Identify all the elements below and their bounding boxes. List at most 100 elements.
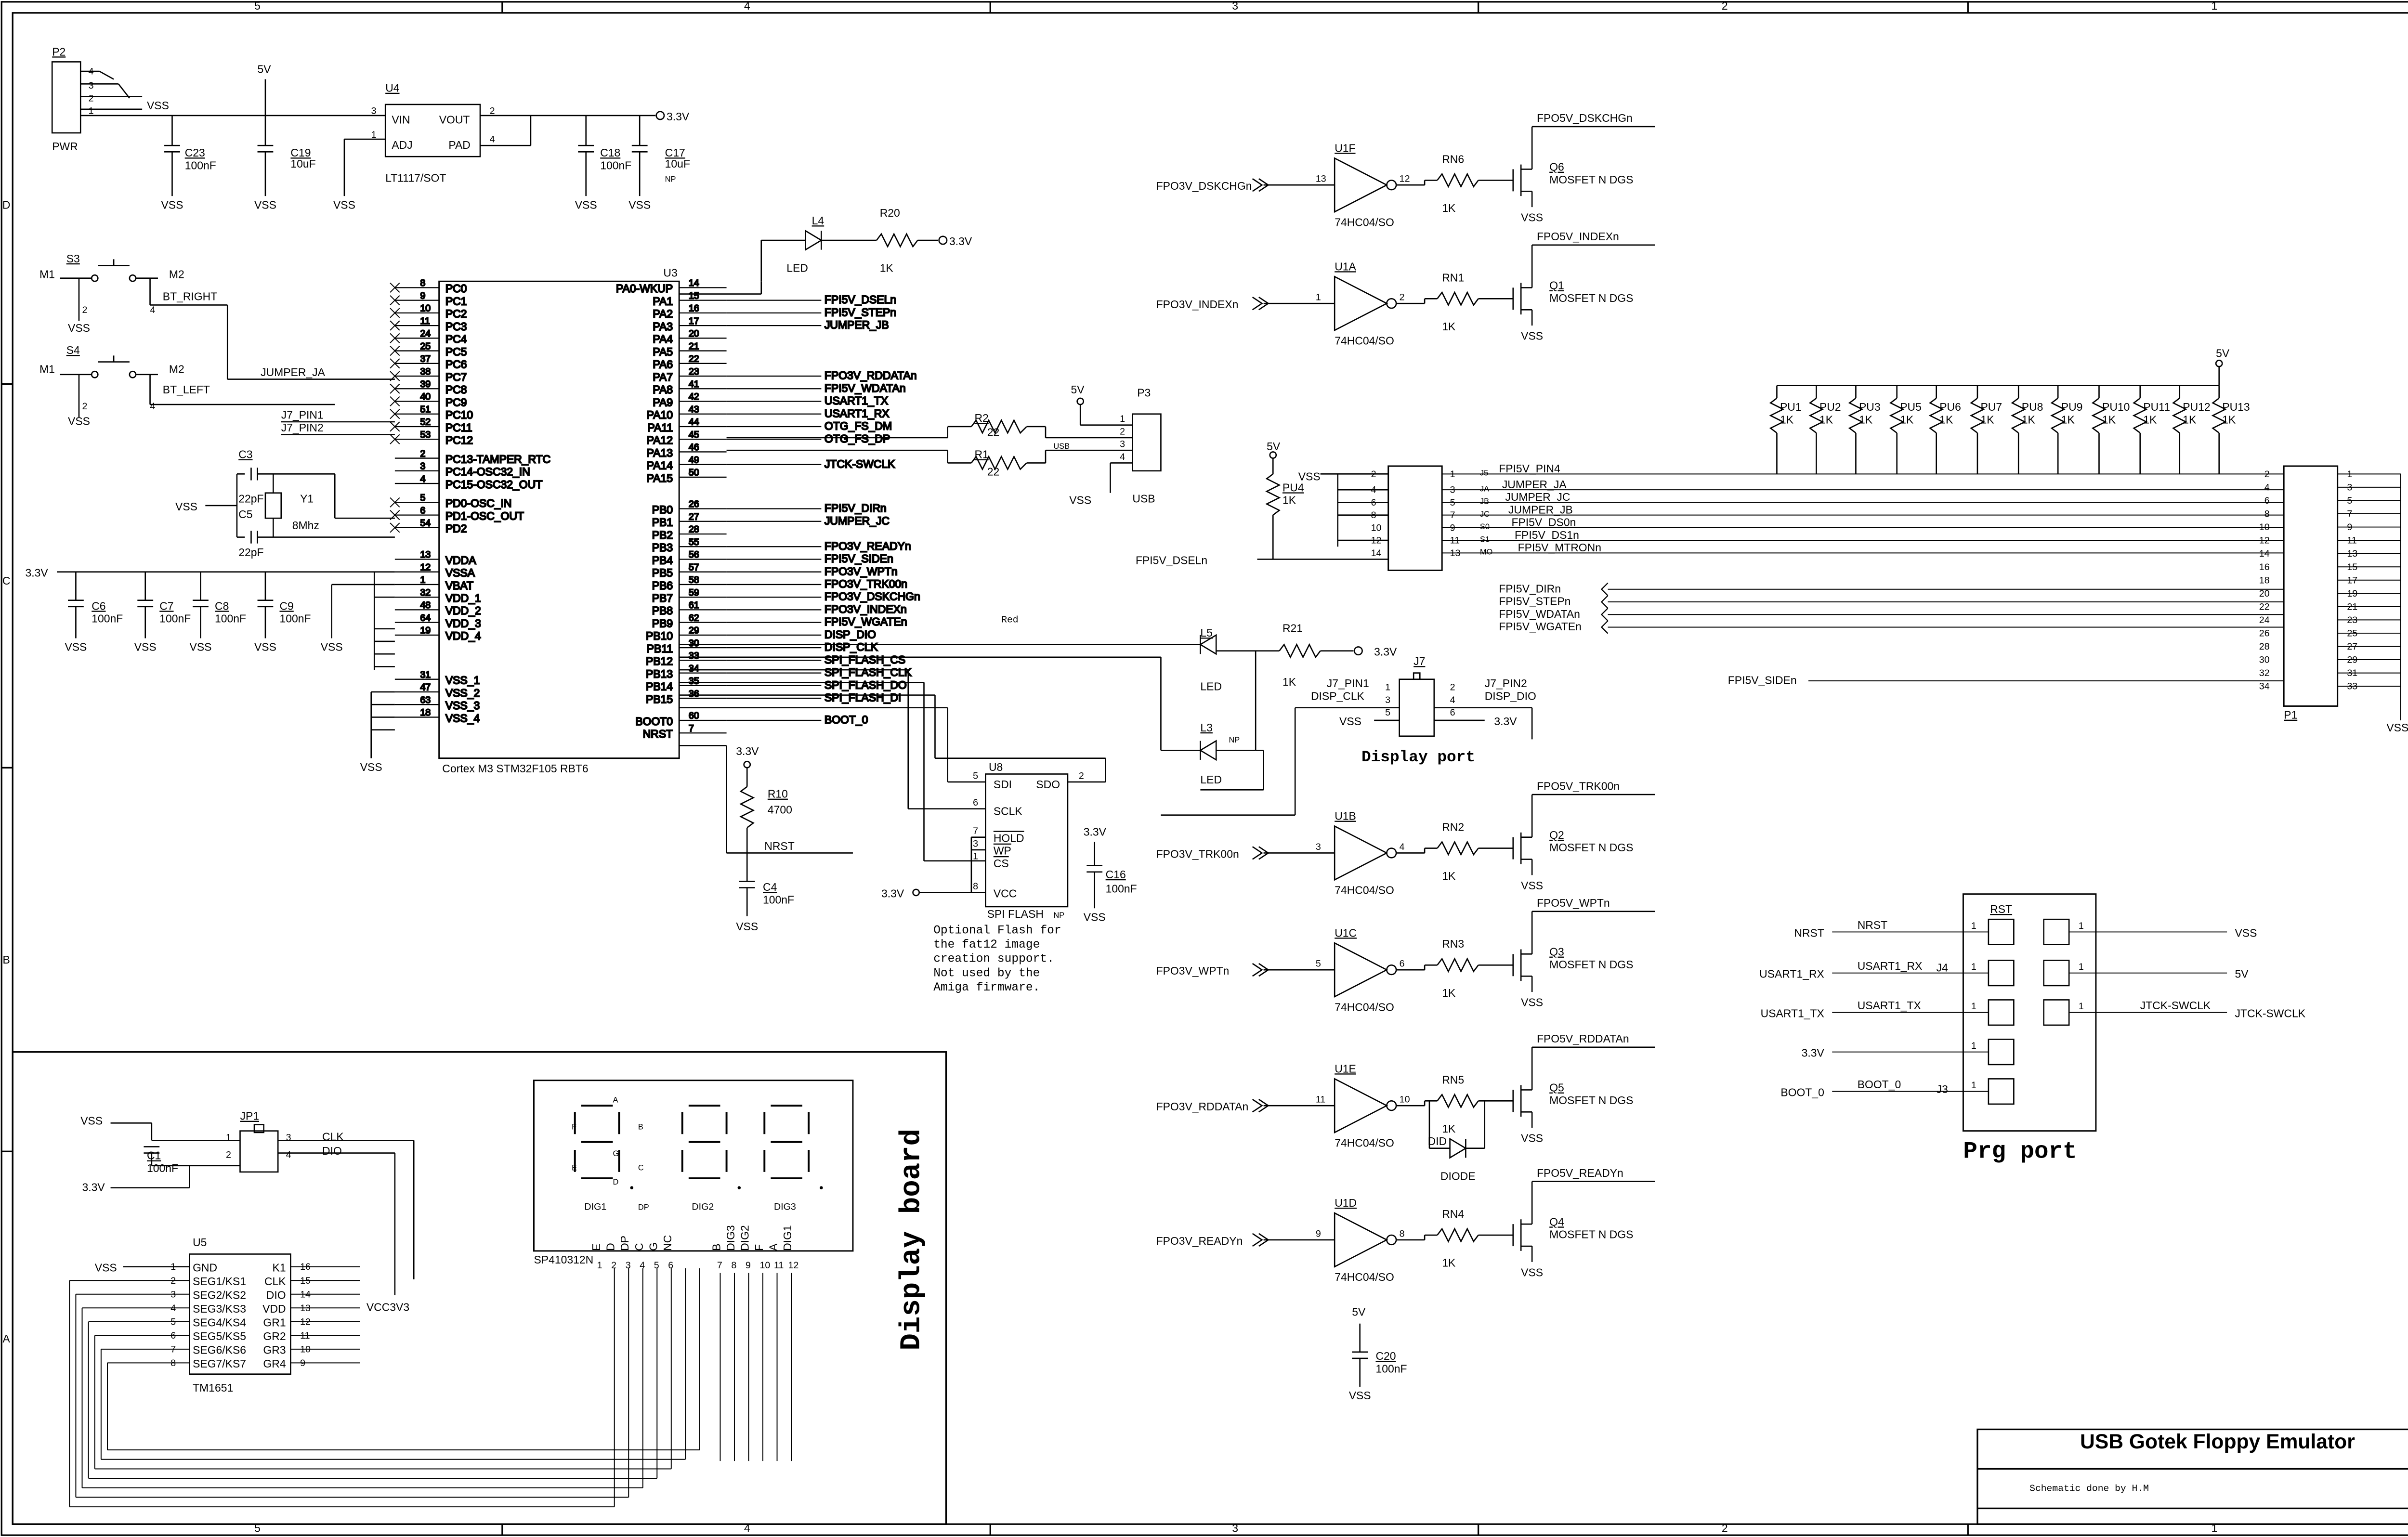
col-label-bottom-4: 2 [1722, 1522, 1728, 1535]
prg-left-pin-2: 1 [1971, 1001, 1976, 1012]
jumper-net-jumper-jc: JUMPER_JC [1505, 491, 1570, 503]
r1-ref: R1 [974, 448, 988, 461]
jumper-vss: VSS [1298, 470, 1321, 482]
mcu-pin-pa9: PA9 [653, 396, 673, 408]
col-label-bottom-1: 5 [254, 1522, 261, 1535]
prg-left-net-0: NRST [1794, 926, 1824, 939]
mcu-pin-pa13: PA13 [647, 446, 673, 459]
seg-pin-name-nc: NC [661, 1235, 674, 1251]
mcu-ref: U3 [663, 266, 677, 279]
p1-pin-32: 32 [2259, 668, 2270, 678]
l4-ref: L4 [812, 214, 824, 227]
seg-label-e: E [572, 1164, 577, 1172]
q2-ref: Q2 [1549, 829, 1564, 841]
mcu-pin-pa0-wkup: PA0-WKUP [616, 282, 673, 295]
c17-ref: C17 [665, 146, 685, 159]
c17-val: 10uF [665, 157, 690, 170]
l4-rail: 3.3V [949, 235, 972, 247]
p1-pin-15: 15 [2347, 562, 2357, 573]
title-block [1976, 1428, 2408, 1525]
mcu-pin-pa15: PA15 [647, 472, 673, 484]
u4-pin3: 3 [371, 106, 377, 117]
c19-val: 10uF [290, 157, 315, 170]
seg-pin-num-4: 4 [640, 1260, 645, 1271]
seg-pin-name-a: A [767, 1243, 780, 1251]
u1f-input-net: FPO3V_DSKCHGn [1156, 180, 1252, 192]
p1-pin-29: 29 [2347, 655, 2357, 665]
jumper-tag-j5: J5 [1480, 469, 1488, 478]
c9-ref: C9 [279, 599, 293, 612]
u1e-input-net: FPO3V_RDDATAn [1156, 1100, 1249, 1113]
jp1-pin4: 4 [286, 1149, 291, 1160]
u1f-in-pin: 13 [1316, 174, 1326, 184]
prg-rst: RST [1990, 903, 2012, 915]
net-fpi5v-siden: FPI5V_SIDEn [824, 552, 893, 565]
mcu-part: Cortex M3 STM32F105 RBT6 [442, 762, 588, 775]
s3-net: BT_RIGHT [163, 290, 217, 303]
mcu-pin-pa4: PA4 [653, 333, 673, 345]
mcu-pin-pc11: PC11 [445, 421, 472, 434]
mcu-pin-num-62: 62 [689, 612, 699, 623]
mcu-pin-pa5: PA5 [653, 345, 673, 358]
u5-left-seg6-ks6: SEG6/KS6 [193, 1344, 246, 1356]
net-otg-fs-dm: OTG_FS_DM [824, 420, 892, 432]
mcu-pin-num-35: 35 [689, 676, 699, 687]
q3-vss: VSS [1521, 996, 1543, 1009]
y1-ref: Y1 [300, 492, 314, 505]
c16-vss: VSS [1084, 911, 1106, 923]
p1-pin-21: 21 [2347, 601, 2357, 612]
pullup-pu12-val: 1K [2183, 413, 2197, 426]
vss-c6: VSS [65, 641, 87, 653]
rn4-val: 1K [1442, 1257, 1456, 1269]
usb-tag: USB [1053, 442, 1070, 451]
mcu-pin-num-38: 38 [420, 366, 431, 377]
u5-left-seg7-ks7: SEG7/KS7 [193, 1357, 246, 1370]
p1-pin-23: 23 [2347, 615, 2357, 625]
mcu-pin-num-9: 9 [420, 290, 425, 301]
p1-pin-9: 9 [2347, 522, 2352, 533]
mcu-pin-pb15: PB15 [646, 693, 673, 705]
u1b-ref: U1B [1335, 810, 1356, 822]
j7-dio-net: DISP_DIO [1485, 690, 1536, 702]
pullup-pu8-ref: PU8 [2022, 401, 2043, 413]
p2-pin2: 2 [89, 93, 94, 104]
flash-note-3: creation support. [933, 953, 1054, 966]
p1-pin-26: 26 [2259, 628, 2270, 639]
u8-hold: HOLD [994, 832, 1024, 844]
mcu-pin-vss-1: VSS_1 [445, 674, 480, 687]
s3-m1: M1 [39, 268, 55, 281]
floppy-net-fpi5v-wdatan: FPI5V_WDATAn [1499, 608, 1580, 620]
seg-pin-name-dig1: DIG1 [781, 1225, 794, 1251]
r2-ref: R2 [974, 412, 988, 424]
mcu-pin-num-6: 6 [420, 505, 425, 516]
c23-val: 100nF [185, 159, 216, 171]
p1-pin-17: 17 [2347, 575, 2357, 586]
u4-pad: PAD [448, 139, 470, 151]
mcu-pin-num-29: 29 [689, 625, 699, 636]
u8-rail: 3.3V [881, 887, 904, 899]
u5-left-seg2-ks2: SEG2/KS2 [193, 1289, 246, 1302]
pullup-pu5-ref: PU5 [1900, 401, 1922, 413]
u8-pin6: 6 [973, 797, 978, 808]
disp-vss-u5: VSS [95, 1262, 117, 1274]
mcu-pin-num-12: 12 [420, 562, 431, 573]
c3-val: 22pF [238, 492, 263, 505]
seg-pin-num-8: 8 [731, 1260, 736, 1271]
flash-note-2: the fat12 image [933, 938, 1040, 951]
u5-left-seg5-ks5: SEG5/KS5 [193, 1330, 246, 1342]
mcu-pin-pb2: PB2 [652, 529, 673, 541]
s3-ref: S3 [66, 252, 80, 265]
q1-ref: Q1 [1549, 279, 1564, 292]
mcu-pin-num-17: 17 [689, 316, 699, 326]
u8-part: SPI FLASH [987, 908, 1044, 920]
pullup-pu2-val: 1K [1819, 413, 1833, 426]
mcu-pin-num-49: 49 [689, 455, 699, 465]
rn5-val: 1K [1442, 1122, 1456, 1135]
mcu-pin-num-33: 33 [689, 651, 699, 661]
rn2-val: 1K [1442, 870, 1456, 882]
mcu-pin-num-41: 41 [689, 379, 699, 390]
prg-right-pin-1: 1 [2079, 962, 2084, 972]
j7-pin1-net: J7_PIN1 [1327, 677, 1369, 690]
u1a-out-pin: 2 [1400, 292, 1405, 303]
row-label-left-2: C [2, 574, 11, 587]
